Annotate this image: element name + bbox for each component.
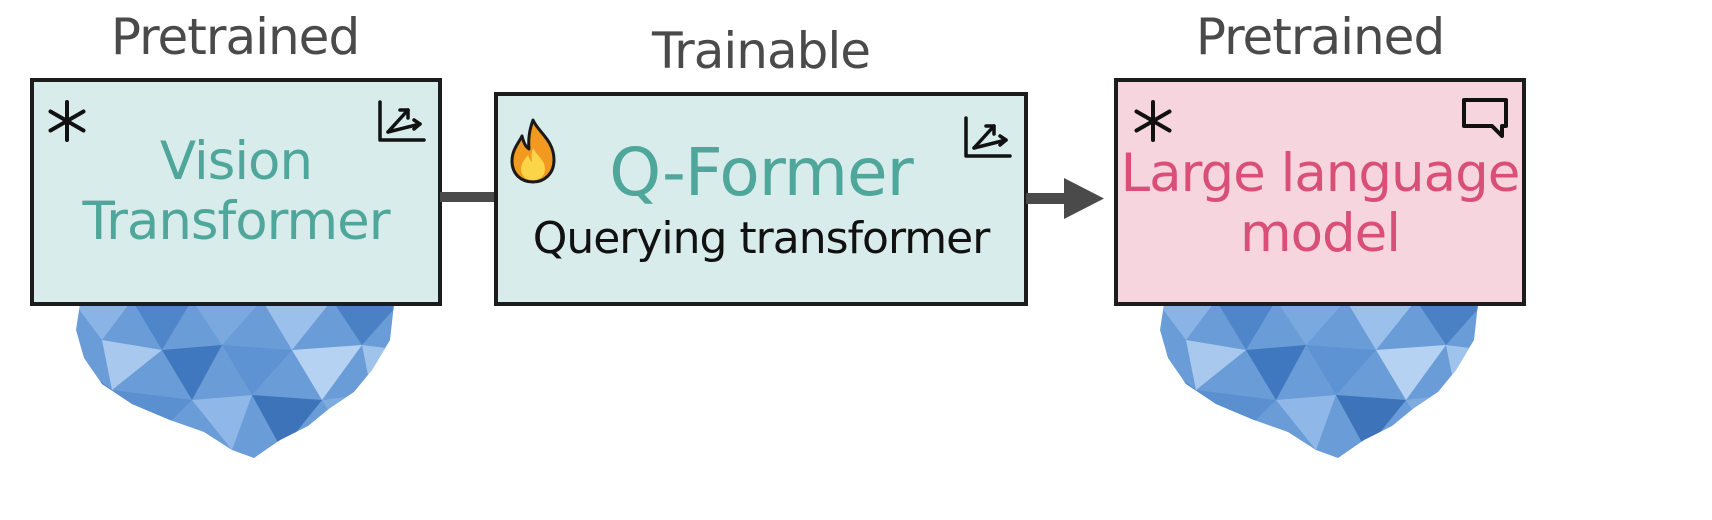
snowflake-icon (48, 100, 86, 142)
connector-line (440, 192, 498, 202)
heading-q-former: Trainable (651, 22, 871, 80)
iceberg-icon-vision (76, 304, 394, 458)
speech-bubble-icon (1462, 98, 1508, 138)
arrow-right-icon (1026, 178, 1104, 219)
vision-transformer-title: Vision Transformer (82, 131, 390, 252)
q-former-box: Q-Former Querying transformer (494, 92, 1028, 306)
flame-icon (510, 118, 556, 184)
q-former-subtitle: Querying transformer (532, 213, 991, 264)
iceberg-icon-llm (1160, 304, 1478, 458)
large-language-model-title: Large language model (1120, 143, 1521, 264)
large-language-model-box: Large language model (1114, 78, 1526, 306)
vision-transformer-box: Vision Transformer (30, 78, 442, 306)
q-former-title: Q-Former (609, 134, 914, 211)
embedding-vectors-icon (964, 116, 1012, 158)
heading-vision-transformer: Pretrained (110, 8, 360, 66)
heading-large-language-model: Pretrained (1195, 8, 1445, 66)
snowflake-icon (1134, 100, 1172, 142)
embedding-vectors-icon (378, 100, 426, 142)
